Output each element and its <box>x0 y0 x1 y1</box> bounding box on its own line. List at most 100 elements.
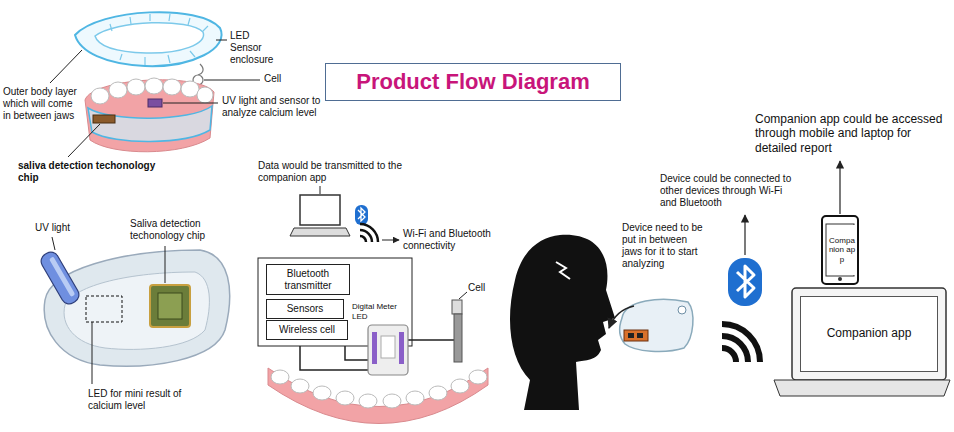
laptop-body <box>774 288 950 396</box>
callout-label: Data would be transmitted to the compani… <box>258 160 403 184</box>
node-text: Wireless cell <box>279 324 335 336</box>
uv-light-tube <box>38 249 82 306</box>
battery-cell <box>452 300 462 362</box>
lower-teeth-arch <box>291 379 309 393</box>
node-text: Sensors <box>287 303 324 315</box>
digital-meter <box>368 325 408 375</box>
uv-light-block <box>148 99 162 107</box>
led-window <box>86 296 122 322</box>
wires <box>345 346 368 360</box>
lower-jaw <box>197 87 213 103</box>
small-device <box>678 306 686 314</box>
mouthguard-device <box>64 272 209 349</box>
leader-lines <box>204 80 260 81</box>
bluetooth-icon-small <box>355 205 368 225</box>
phone-body <box>838 277 842 281</box>
title-box: Product Flow Diagram <box>325 63 621 101</box>
phone-body <box>822 216 858 284</box>
process-box: Wireless cell <box>266 320 348 340</box>
wires <box>408 340 456 360</box>
bluetooth-icon-small <box>355 205 368 225</box>
lower-jaw <box>85 78 214 152</box>
head-silhouette <box>510 235 615 410</box>
node-text: Companion app <box>828 236 856 264</box>
lower-teeth-arch <box>469 370 487 384</box>
wifi-icon-small <box>360 224 378 242</box>
callout-label: Saliva detection techonology chip <box>130 218 222 242</box>
digital-meter <box>381 336 395 358</box>
lower-jaw <box>145 78 163 94</box>
head-silhouette <box>510 235 615 410</box>
leader-arrow <box>744 215 745 255</box>
callout-label: Device need to be put in between jaws fo… <box>622 222 708 270</box>
wifi-icon <box>722 324 760 362</box>
saliva-chip-large <box>150 285 190 327</box>
head-silhouette <box>556 262 570 279</box>
small-device <box>624 330 648 341</box>
wifi-icon-small <box>360 230 372 242</box>
lower-teeth-arch <box>451 379 469 393</box>
bluetooth-icon-small <box>358 208 365 221</box>
wires <box>300 346 368 370</box>
leader-lines <box>68 124 100 157</box>
uv-light-tube <box>49 256 75 297</box>
wifi-icon <box>722 336 748 362</box>
process-box: Bluetooth transmitter <box>266 264 350 295</box>
app-screen: Companion app <box>827 225 857 275</box>
leader-lines <box>216 40 227 41</box>
node-text: Companion app <box>827 327 912 341</box>
wifi-icon <box>722 348 736 362</box>
lower-teeth-arch <box>268 368 488 424</box>
lower-teeth-arch <box>268 368 488 424</box>
digital-meter <box>372 332 377 364</box>
laptop-icon <box>300 195 340 225</box>
title-text: Product Flow Diagram <box>356 69 589 95</box>
small-device <box>628 333 634 338</box>
leader-lines <box>50 50 82 83</box>
callout-label: Wi-Fi and Bluetooth connectivity <box>403 228 515 252</box>
callout-label: LED for mini result of calcium level <box>88 388 198 412</box>
lower-teeth-arch <box>313 386 331 400</box>
lower-jaw <box>127 79 145 95</box>
mouthguard-device <box>44 250 229 366</box>
upper-tray <box>75 12 222 66</box>
saliva-chip-large <box>158 293 182 319</box>
callout-label: Cell <box>468 282 508 294</box>
saliva-chip <box>93 115 115 123</box>
small-device <box>637 333 643 338</box>
lower-jaw <box>88 106 212 142</box>
callout-label: Cell <box>264 73 304 85</box>
callout-label: LED Sensor enclosure <box>230 30 278 66</box>
wifi-icon-small <box>360 224 378 242</box>
uv-light-tube <box>38 249 82 306</box>
callout-label: UV light and sensor to analyze calcium l… <box>222 95 342 119</box>
leader-lines <box>52 237 165 384</box>
laptop-body <box>792 288 946 380</box>
lower-teeth-arch <box>336 391 354 405</box>
laptop-body <box>774 380 950 396</box>
lower-jaw <box>163 79 181 95</box>
upper-tray <box>110 14 208 65</box>
lower-jaw <box>181 81 199 97</box>
phone-body <box>822 216 858 284</box>
callout-label: Device could be connected to other devic… <box>660 173 800 209</box>
leader-line <box>320 186 321 194</box>
lower-teeth-arch <box>271 370 289 384</box>
laptop-icon <box>290 228 350 236</box>
lower-teeth-arch <box>429 386 447 400</box>
leader-arrow <box>382 240 399 241</box>
app-screen: Companion app <box>800 296 938 372</box>
digital-meter <box>368 325 408 375</box>
bluetooth-icon <box>728 258 762 306</box>
node-text: Bluetooth transmitter <box>270 268 346 291</box>
lower-jaw <box>91 88 109 104</box>
digital-meter <box>399 332 404 364</box>
battery-cell <box>454 314 462 362</box>
wifi-icon-small <box>360 236 366 242</box>
callout-label: Companion app could be accessed through … <box>755 112 945 155</box>
laptop-icon <box>290 195 350 236</box>
battery-cell <box>452 300 462 314</box>
callout-label: Outer body layer which will come in betw… <box>3 86 81 122</box>
leader-lines <box>92 322 93 384</box>
